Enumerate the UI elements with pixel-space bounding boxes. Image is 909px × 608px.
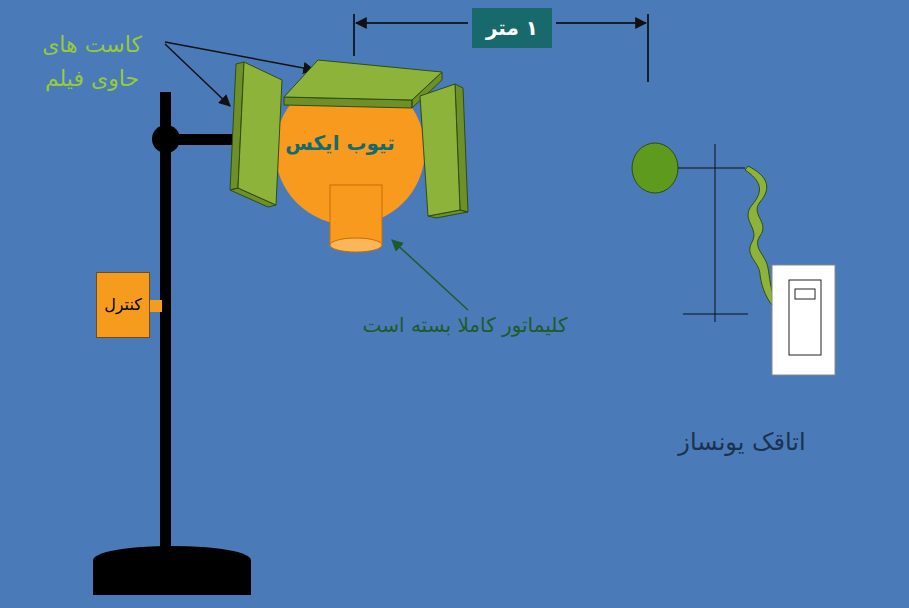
ion-chamber: [632, 143, 835, 375]
collimator-label: کلیماتور کاملا بسته است: [363, 313, 568, 337]
node-text: کنترل: [104, 295, 142, 314]
chamber-label: اتاقک یونساز: [678, 428, 805, 457]
node-text: تیوب ایکس: [285, 131, 395, 155]
film-cassette: [284, 60, 442, 100]
film-cassette: [420, 84, 460, 216]
collimator: [330, 185, 382, 245]
control-box: کنترل: [96, 272, 150, 338]
collimator-leader: [392, 240, 468, 310]
node-text: ۱ متر: [486, 16, 538, 40]
dimension-box: ۱ متر: [472, 8, 552, 48]
film-cassette: [238, 62, 282, 205]
collimator-opening: [330, 238, 382, 252]
stand: [93, 92, 251, 595]
x-ray-tube: تیوب ایکس: [275, 75, 425, 225]
cassette-label: کاست های حاوی فیلم: [38, 28, 146, 96]
control-link: [148, 300, 162, 312]
